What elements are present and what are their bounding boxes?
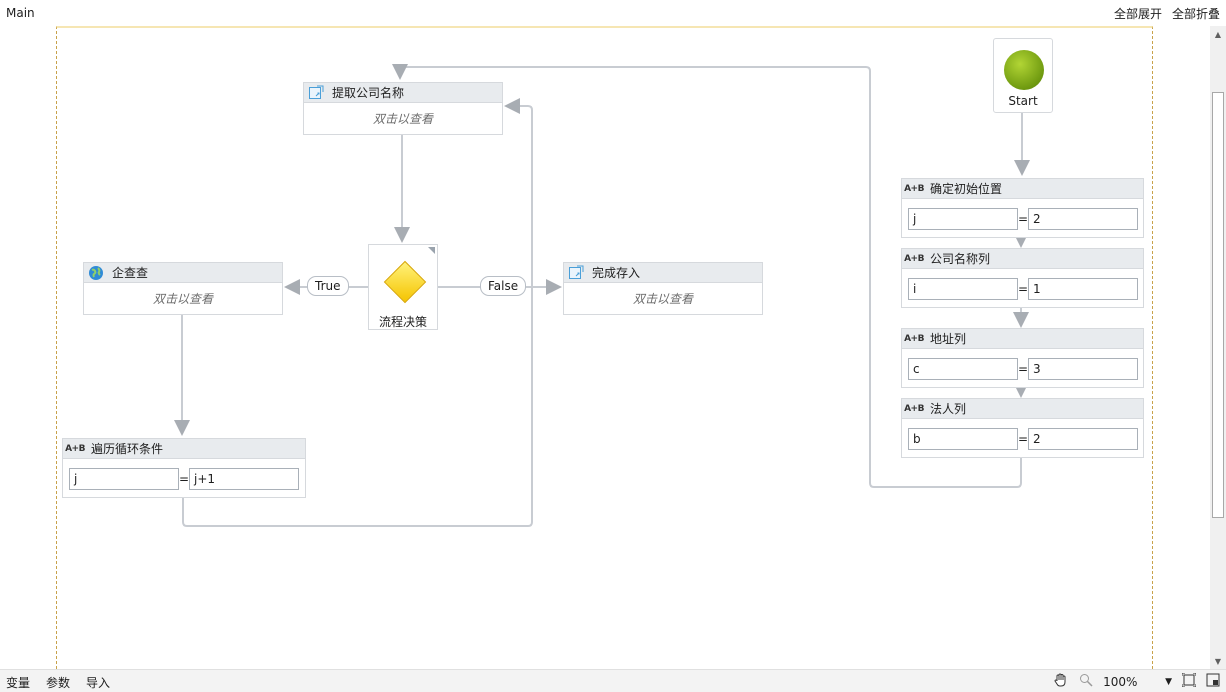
scroll-up-icon[interactable]: ▲: [1210, 26, 1226, 42]
activity-hint: 双击以查看: [152, 291, 213, 306]
finish-save-activity[interactable]: 完成存入 双击以查看: [563, 262, 763, 315]
start-node[interactable]: Start: [993, 38, 1053, 113]
tab-imports[interactable]: 导入: [86, 676, 111, 690]
activity-title: 企查查: [112, 266, 149, 280]
decision-diamond-icon: [383, 260, 427, 304]
breadcrumb[interactable]: Main: [6, 6, 35, 20]
activity-title: 法人列: [930, 402, 967, 416]
activity-hint: 双击以查看: [372, 111, 433, 126]
assign-icon: A+B: [904, 253, 924, 264]
assign-to-field[interactable]: j: [69, 468, 179, 490]
tab-variables[interactable]: 变量: [6, 676, 31, 690]
start-icon: [1004, 50, 1044, 90]
bottom-bar: 变量 参数 导入 100% ▼: [0, 669, 1226, 692]
assign-value-field[interactable]: 1: [1028, 278, 1138, 300]
collapse-all-button[interactable]: 全部折叠: [1171, 7, 1220, 21]
assign-icon: A+B: [65, 443, 85, 454]
activity-hint: 双击以查看: [632, 291, 693, 306]
vertical-scrollbar[interactable]: ▲ ▼: [1210, 26, 1226, 669]
decision-label: 流程决策: [378, 315, 427, 329]
assign-initial-position[interactable]: A+B 确定初始位置 j = 2: [901, 178, 1144, 238]
overview-icon[interactable]: [1206, 673, 1220, 690]
assign-value-field[interactable]: 2: [1028, 208, 1138, 230]
assign-icon: A+B: [904, 403, 924, 414]
assign-address-column[interactable]: A+B 地址列 c = 3: [901, 328, 1144, 388]
sequence-icon: [568, 265, 584, 281]
start-label: Start: [1008, 94, 1038, 108]
expand-corner-icon: [428, 247, 435, 254]
assign-icon: A+B: [904, 183, 924, 194]
scroll-down-icon[interactable]: ▼: [1210, 653, 1226, 669]
equals-sign: =: [1018, 362, 1029, 376]
extract-company-activity[interactable]: 提取公司名称 双击以查看: [303, 82, 503, 135]
scroll-thumb[interactable]: [1212, 92, 1224, 518]
assign-value-field[interactable]: 3: [1028, 358, 1138, 380]
designer-header: Main 全部展开 全部折叠: [0, 0, 1226, 26]
equals-sign: =: [1018, 282, 1029, 296]
assign-company-column[interactable]: A+B 公司名称列 i = 1: [901, 248, 1144, 308]
assign-to-field[interactable]: b: [908, 428, 1018, 450]
assign-legal-person-column[interactable]: A+B 法人列 b = 2: [901, 398, 1144, 458]
activity-title: 确定初始位置: [930, 182, 1003, 196]
activity-title: 公司名称列: [930, 252, 991, 266]
tab-arguments[interactable]: 参数: [46, 676, 71, 690]
fit-icon[interactable]: [1181, 672, 1197, 690]
flow-decision[interactable]: 流程决策: [368, 244, 438, 330]
activity-title: 提取公司名称: [332, 86, 405, 100]
chevron-down-icon[interactable]: ▼: [1165, 676, 1172, 687]
hand-icon[interactable]: [1053, 672, 1069, 691]
equals-sign: =: [179, 472, 190, 486]
equals-sign: =: [1018, 212, 1029, 226]
assign-to-field[interactable]: j: [908, 208, 1018, 230]
assign-value-field[interactable]: 2: [1028, 428, 1138, 450]
loop-condition-assign[interactable]: A+B 遍历循环条件 j = j+1: [62, 438, 306, 498]
true-branch-label: True: [307, 276, 349, 296]
zoom-level[interactable]: 100%: [1103, 674, 1138, 689]
globe-icon: [88, 265, 104, 281]
false-branch-label: False: [480, 276, 527, 296]
assign-to-field[interactable]: i: [908, 278, 1018, 300]
activity-title: 遍历循环条件: [91, 442, 164, 456]
equals-sign: =: [1018, 432, 1029, 446]
assign-icon: A+B: [904, 333, 924, 344]
assign-to-field[interactable]: c: [908, 358, 1018, 380]
activity-title: 完成存入: [592, 266, 641, 280]
sequence-icon: [308, 85, 324, 101]
zoom-icon[interactable]: [1079, 673, 1093, 690]
expand-all-button[interactable]: 全部展开: [1113, 7, 1162, 21]
activity-title: 地址列: [930, 332, 967, 346]
qichacha-activity[interactable]: 企查查 双击以查看: [83, 262, 283, 315]
assign-value-field[interactable]: j+1: [189, 468, 299, 490]
